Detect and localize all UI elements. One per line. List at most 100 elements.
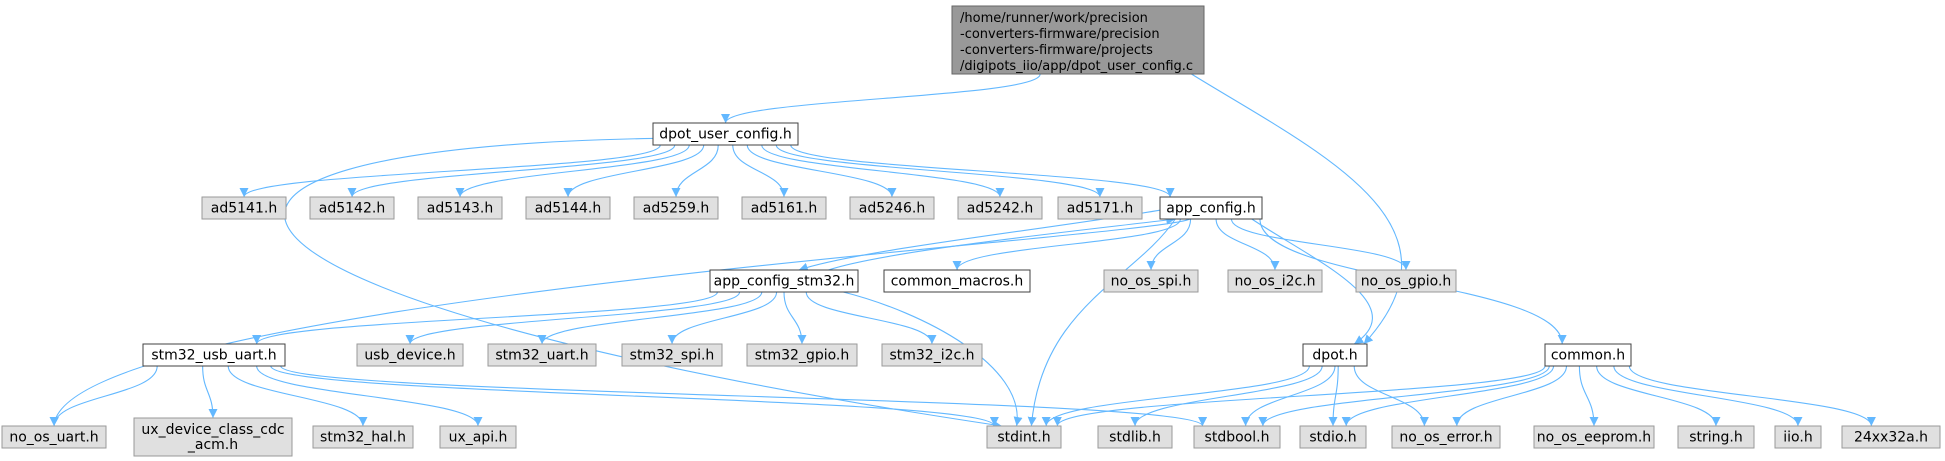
node-app-config-stm32-h[interactable]: app_config_stm32.h	[709, 269, 859, 293]
edge-dpot_user_config_h-to-ad5144_h	[563, 144, 705, 198]
node-ad5143-h[interactable]: ad5143.h	[417, 196, 503, 220]
node-box	[1544, 343, 1632, 367]
node-ad5141-h[interactable]: ad5141.h	[201, 196, 287, 220]
node-label: no_os_gpio.h	[1361, 274, 1452, 290]
node-common-macros-h[interactable]: common_macros.h	[883, 269, 1031, 293]
node-ad5142-h[interactable]: ad5142.h	[309, 196, 395, 220]
node-app-config-h[interactable]: app_config.h	[1159, 196, 1263, 220]
node-label: stdlib.h	[1109, 430, 1161, 446]
node-ad5259-h[interactable]: ad5259.h	[633, 196, 719, 220]
edge-app_config_stm32_h-to-usb_device_h	[405, 291, 741, 345]
node-box	[709, 269, 859, 293]
edge-common_h-to-24xx32a_h	[1628, 365, 1876, 427]
edge-dpot_user_config_h-to-ad5171_h	[775, 144, 1105, 198]
node-ad5242-h[interactable]: ad5242.h	[957, 196, 1043, 220]
node-label: ad5144.h	[535, 201, 601, 217]
node-stm32-uart-h[interactable]: stm32_uart.h	[487, 343, 597, 367]
node-label: no_os_i2c.h	[1234, 274, 1315, 290]
node-label: stdio.h	[1309, 430, 1356, 446]
edge-dpot_user_config_h-to-ad5246_h	[746, 144, 897, 198]
node-common-h[interactable]: common.h	[1544, 343, 1632, 367]
node-label: stm32_usb_uart.h	[151, 348, 276, 364]
node-root[interactable]: /home/runner/work/precision-converters-f…	[951, 5, 1205, 75]
edge-dpot_user_config_h-to-ad5259_h	[671, 144, 719, 198]
node-box	[1103, 269, 1199, 293]
node-dpot-user-config-h[interactable]: dpot_user_config.h	[652, 122, 799, 146]
edge-app_config_stm32_h-to-stm32_gpio_h	[783, 291, 807, 345]
node-box	[1159, 196, 1263, 220]
node-no-os-gpio-h[interactable]: no_os_gpio.h	[1355, 269, 1457, 293]
node-box	[849, 196, 935, 220]
edge-dpot_user_config_h-to-ad5143_h	[455, 144, 690, 198]
node-label: ad5142.h	[319, 201, 385, 217]
node-stm32-hal-h[interactable]: stm32_hal.h	[312, 425, 414, 449]
node-box	[883, 269, 1031, 293]
node-label: /home/runner/work/precision	[960, 11, 1148, 26]
node-label: ad5242.h	[967, 201, 1033, 217]
node-label: ad5161.h	[751, 201, 817, 217]
node-box	[1057, 196, 1143, 220]
node-dpot-h[interactable]: dpot.h	[1302, 343, 1368, 367]
node-label: stdint.h	[997, 430, 1050, 446]
node-no-os-error-h[interactable]: no_os_error.h	[1391, 425, 1501, 449]
node-stm32-spi-h[interactable]: stm32_spi.h	[621, 343, 723, 367]
node-label: dpot_user_config.h	[659, 127, 792, 143]
node-no-os-i2c-h[interactable]: no_os_i2c.h	[1227, 269, 1323, 293]
node-box	[1355, 269, 1457, 293]
node-no-os-spi-h[interactable]: no_os_spi.h	[1103, 269, 1199, 293]
node-label: stdbool.h	[1205, 430, 1270, 446]
node-ad5246-h[interactable]: ad5246.h	[849, 196, 935, 220]
node-label: string.h	[1689, 430, 1743, 446]
node-label: stm32_uart.h	[495, 348, 588, 364]
node-stdio-h[interactable]: stdio.h	[1299, 425, 1367, 449]
edge-dpot_user_config_h-to-app_config_h	[790, 144, 1175, 198]
node-stm32-gpio-h[interactable]: stm32_gpio.h	[746, 343, 858, 367]
node-box	[1302, 343, 1368, 367]
node-box	[741, 196, 827, 220]
edge-root-to-dpot_h	[1191, 73, 1403, 345]
node-stm32-usb-uart-h[interactable]: stm32_usb_uart.h	[142, 343, 286, 367]
node-24xx32a-h[interactable]: 24xx32a.h	[1841, 425, 1941, 449]
node-stdbool-h[interactable]: stdbool.h	[1193, 425, 1281, 449]
node-label: -converters-firmware/precision	[960, 27, 1160, 42]
node-stdint-h[interactable]: stdint.h	[986, 425, 1062, 449]
edge-stm32_usb_uart_h-to-ux_api_h	[256, 365, 483, 427]
edge-common_h-to-stdint_h	[1052, 365, 1546, 427]
node-box	[439, 425, 517, 449]
node-label: /digipots_iio/app/dpot_user_config.c	[960, 59, 1193, 74]
edge-app_config_h-to-no_os_spi_h	[1146, 218, 1192, 271]
node-box	[525, 196, 611, 220]
node-usb-device-h[interactable]: usb_device.h	[356, 343, 464, 367]
node-label: stm32_hal.h	[320, 430, 406, 446]
node-string-h[interactable]: string.h	[1677, 425, 1755, 449]
node-label: stm32_gpio.h	[755, 348, 850, 364]
edge-common_h-to-stdio_h	[1341, 365, 1555, 427]
node-label: _acm.h	[187, 437, 238, 453]
node-box	[746, 343, 858, 367]
node-ad5171-h[interactable]: ad5171.h	[1057, 196, 1143, 220]
node-label: ad5171.h	[1067, 201, 1133, 217]
node-ux-api-h[interactable]: ux_api.h	[439, 425, 517, 449]
edge-stm32_usb_uart_h-to-stm32_hal_h	[227, 365, 368, 427]
edge-dpot_user_config_h-to-ad5161_h	[732, 144, 789, 198]
edge-dpot_h-to-no_os_error_h	[1353, 365, 1429, 427]
node-box	[1391, 425, 1501, 449]
edge-stm32_usb_uart_h-to-no_os_uart_h	[49, 365, 158, 427]
node-label: app_config_stm32.h	[714, 274, 855, 290]
node-label: ad5259.h	[643, 201, 709, 217]
edge-app_config_stm32_h-to-app_config_h	[828, 215, 1176, 271]
node-stm32-i2c-h[interactable]: stm32_i2c.h	[881, 343, 983, 367]
node-ad5161-h[interactable]: ad5161.h	[741, 196, 827, 220]
edge-app_config_h-to-no_os_i2c_h	[1215, 218, 1280, 271]
node-iio-h[interactable]: iio.h	[1774, 425, 1822, 449]
edge-dpot_user_config_h-to-ad5141_h	[239, 144, 661, 198]
node-box	[201, 196, 287, 220]
node-label: common_macros.h	[891, 274, 1024, 290]
node-ad5144-h[interactable]: ad5144.h	[525, 196, 611, 220]
node-no-os-uart-h[interactable]: no_os_uart.h	[1, 425, 107, 449]
node-ux-device-class-cdc-acm-h[interactable]: ux_device_class_cdc_acm.h	[133, 417, 293, 457]
node-no-os-eeprom-h[interactable]: no_os_eeprom.h	[1533, 425, 1655, 449]
node-stdlib-h[interactable]: stdlib.h	[1097, 425, 1173, 449]
edge-stm32_usb_uart_h-to-stdint_h	[270, 365, 999, 427]
